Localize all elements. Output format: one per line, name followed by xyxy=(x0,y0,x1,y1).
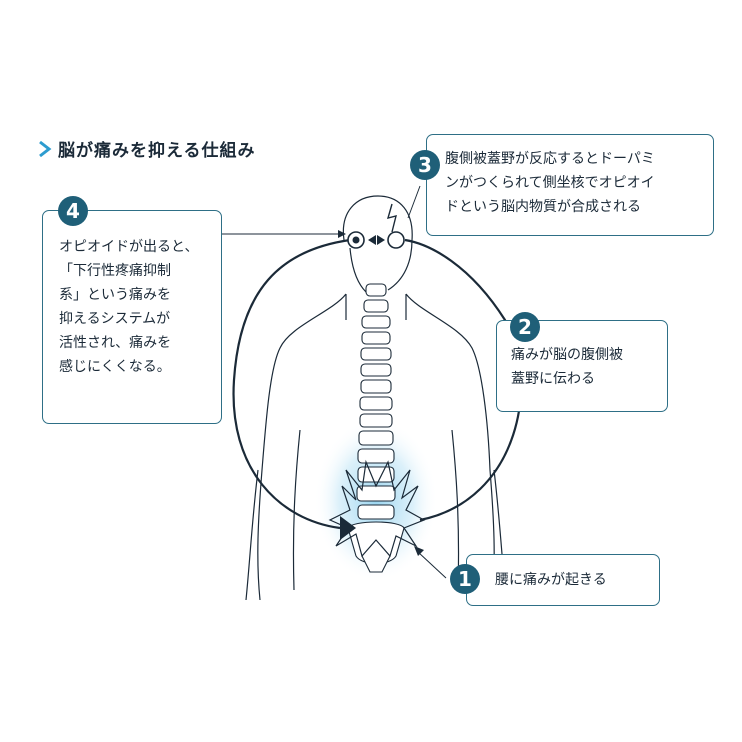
diagram-title: 脳が痛みを抑える仕組み xyxy=(58,141,256,161)
callout-2-line: 蓋野に伝わる xyxy=(511,371,595,387)
callout-4-line: 活性され、痛みを xyxy=(59,335,172,351)
callout-2-badge: 2 xyxy=(510,312,540,342)
callout-4-line: 系」という痛みを xyxy=(59,287,171,303)
nucleus-accumbens-node xyxy=(352,236,360,244)
callout-4: オピオイドが出ると、 「下行性疼痛抑制 系」という痛みを 抑えるシステムが 活性… xyxy=(42,210,222,424)
chevron-right-icon xyxy=(39,140,52,157)
body-outline xyxy=(245,195,507,601)
spine xyxy=(347,283,405,573)
brain-nodes xyxy=(347,231,405,249)
callout-3-line: 腹側被蓋野が反応するとドーパミ xyxy=(445,151,655,167)
callout-3: 腹側被蓋野が反応するとドーパミ ンがつくられて側坐核でオピオイ ドという脳内物質… xyxy=(426,134,714,236)
callout-1-badge: 1 xyxy=(450,564,480,594)
callout-4-line: 感じにくくなる。 xyxy=(59,359,171,375)
lightning-icon xyxy=(386,203,397,233)
callout-1-line: 腰に痛みが起きる xyxy=(495,572,607,588)
loop-arrowhead xyxy=(340,516,356,540)
callout1-leader xyxy=(417,551,447,579)
callout-3-badge: 3 xyxy=(410,150,440,180)
callout-3-line: ドという脳内物質が合成される xyxy=(445,199,641,215)
callout-4-line: オピオイドが出ると、 xyxy=(59,239,199,255)
inhibition-loop xyxy=(232,238,351,530)
callout-2-line: 痛みが脳の腹側被 xyxy=(511,347,623,363)
callout-3-line: ンがつくられて側坐核でオピオイ xyxy=(445,175,655,191)
callout-1: 腰に痛みが起きる xyxy=(466,554,660,606)
callout-4-line: 「下行性疼痛抑制 xyxy=(59,263,171,279)
callout-4-line: 抑えるシステムが xyxy=(59,311,171,327)
title-row: 脳が痛みを抑える仕組み xyxy=(38,136,256,161)
callout3-leader xyxy=(407,185,421,219)
callout-4-badge: 4 xyxy=(58,196,88,226)
